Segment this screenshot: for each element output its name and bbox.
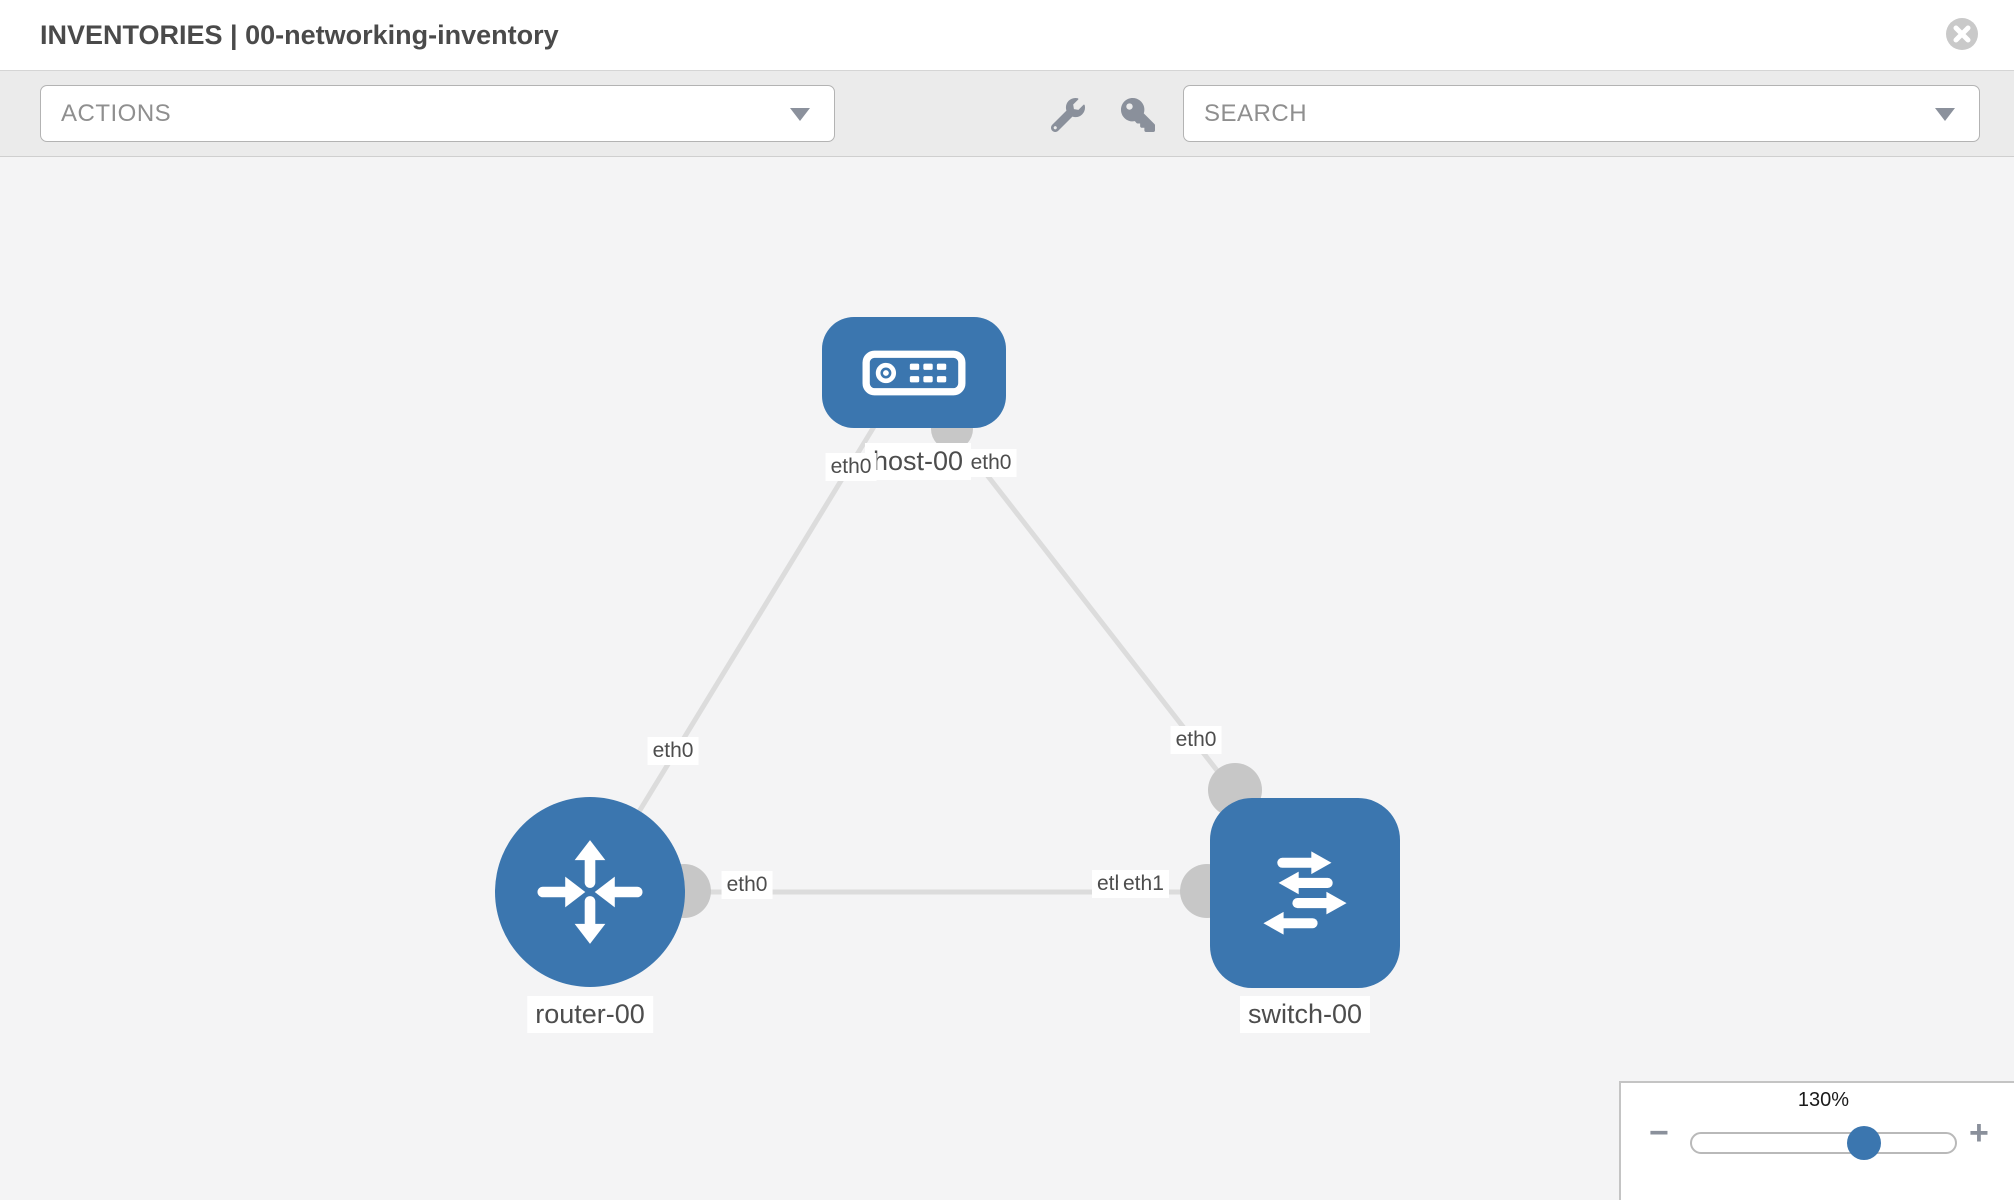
- interface-label-router-right: eth0: [721, 871, 773, 899]
- configure-button[interactable]: [1048, 95, 1088, 135]
- zoom-slider[interactable]: [1690, 1126, 1957, 1160]
- wrench-icon: [1051, 98, 1085, 132]
- credentials-button[interactable]: [1118, 95, 1158, 135]
- actions-dropdown[interactable]: ACTIONS: [40, 85, 835, 142]
- node-label-host: host-00: [864, 443, 972, 480]
- interface-label-switch-left: eth1: [1118, 870, 1169, 898]
- search-dropdown-label: SEARCH: [1204, 100, 1308, 127]
- page-title: INVENTORIES | 00-networking-inventory: [40, 20, 559, 50]
- interface-label-switch-top: eth0: [1170, 726, 1222, 754]
- zoom-in-button[interactable]: +: [1969, 1114, 1989, 1152]
- interface-label-host-left: eth0: [825, 453, 877, 481]
- interface-label-host-right: eth0: [965, 449, 1017, 477]
- host-icon: [862, 350, 966, 395]
- zoom-slider-handle[interactable]: [1847, 1126, 1881, 1160]
- node-host-00[interactable]: [822, 317, 1006, 428]
- node-label-router: router-00: [527, 996, 653, 1033]
- switch-icon: [1263, 851, 1347, 935]
- node-router-00[interactable]: [495, 797, 685, 987]
- close-icon: [1953, 25, 1971, 43]
- zoom-panel: 130% − +: [1619, 1081, 2014, 1200]
- zoom-out-button[interactable]: −: [1649, 1114, 1669, 1152]
- node-switch-00[interactable]: [1210, 798, 1400, 988]
- chevron-down-icon: [1935, 107, 1955, 121]
- zoom-level-label: 130%: [1797, 1089, 1850, 1111]
- topology-links: [587, 423, 1305, 895]
- search-dropdown[interactable]: SEARCH: [1183, 85, 1980, 142]
- node-label-switch: switch-00: [1239, 996, 1371, 1033]
- router-icon: [537, 840, 643, 944]
- key-icon: [1121, 98, 1155, 132]
- interface-label-router-top: eth0: [647, 737, 699, 765]
- toolbar: ACTIONS SEARCH: [0, 71, 2014, 157]
- close-button[interactable]: [1946, 18, 1978, 50]
- header: INVENTORIES | 00-networking-inventory: [0, 0, 2014, 71]
- topology-canvas[interactable]: host-00 router-00 switch-00 eth0 eth0 et…: [0, 157, 2014, 1200]
- chevron-down-icon: [790, 107, 810, 121]
- actions-dropdown-label: ACTIONS: [61, 100, 172, 127]
